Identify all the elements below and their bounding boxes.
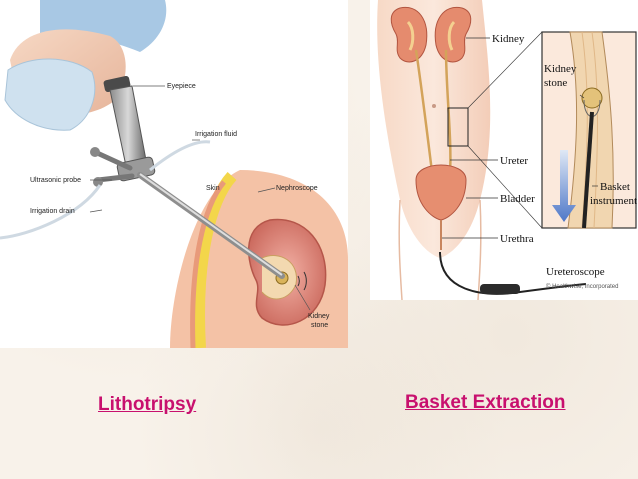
caption-basket-extraction: Basket Extraction [405, 392, 566, 413]
label-nephroscope: Nephroscope [276, 185, 318, 192]
label-skin: Skin [206, 185, 220, 192]
ureteroscope-handle [480, 284, 520, 294]
label-kidney-stone-line1: Kidney [308, 313, 330, 320]
label-ureteroscope: Ureteroscope [546, 266, 605, 278]
label-inset-kidney-stone-2: stone [544, 77, 567, 89]
scope-fittings [92, 149, 135, 183]
navel [432, 104, 436, 108]
ureters [414, 49, 452, 173]
leader-lines [89, 85, 311, 311]
caption-lithotripsy: Lithotripsy [98, 394, 197, 415]
fitting-knob-2 [93, 177, 103, 187]
irrigation-drain-tube [0, 184, 102, 240]
scope-body [109, 85, 147, 167]
label-credit: © Healthwise, Incorporated [546, 283, 618, 290]
label-irrigation-drain: Irrigation drain [30, 208, 75, 215]
label-ultrasonic-probe: Ultrasonic probe [30, 177, 81, 184]
fat-layer [193, 171, 237, 348]
kidney-pelvis [406, 20, 456, 51]
label-inset-basket-1: Basket [600, 181, 630, 193]
zoom-line-top [467, 31, 543, 109]
left-kidney [390, 6, 428, 63]
ultrasound-waves [297, 271, 307, 291]
inset-basket-shaft [582, 111, 594, 229]
surgical-mask [4, 58, 96, 131]
surgeon-cap [40, 0, 167, 52]
bladder [415, 164, 467, 221]
fitting-knob-1 [90, 147, 100, 157]
zoom-box [447, 107, 469, 147]
irrigation-fluid-tube [149, 140, 211, 172]
ureteroscope-cable [439, 251, 587, 295]
leader-lines-right [442, 37, 598, 239]
lithotripsy-illustration: Eyepiece Irrigation fluid Skin Nephrosco… [0, 0, 348, 348]
inset-stone [581, 87, 603, 109]
basket-extraction-illustration: Kidney Ureter Bladder Urethra Ureterosco… [370, 0, 638, 300]
right-kidney [434, 6, 472, 63]
label-inset-basket-2: instrument [590, 195, 637, 207]
skin-layer [190, 180, 226, 348]
pull-arrow [552, 150, 576, 222]
basket-extraction-svg: Kidney Ureter Bladder Urethra Ureterosco… [377, 0, 637, 300]
label-kidney: Kidney [492, 33, 525, 45]
label-bladder: Bladder [500, 193, 535, 205]
nephroscope-shaft-highlight [139, 173, 283, 276]
legs-outline [398, 199, 482, 300]
label-eyepiece: Eyepiece [167, 83, 196, 90]
label-urethra: Urethra [500, 233, 534, 245]
label-kidney-stone-line2: stone [311, 322, 328, 329]
lithotripsy-svg: Eyepiece Irrigation fluid Skin Nephrosco… [0, 0, 348, 348]
torso [377, 0, 491, 258]
label-irrigation-fluid: Irrigation fluid [195, 131, 237, 138]
label-ureter: Ureter [500, 155, 528, 167]
label-inset-kidney-stone-1: Kidney [544, 63, 577, 75]
